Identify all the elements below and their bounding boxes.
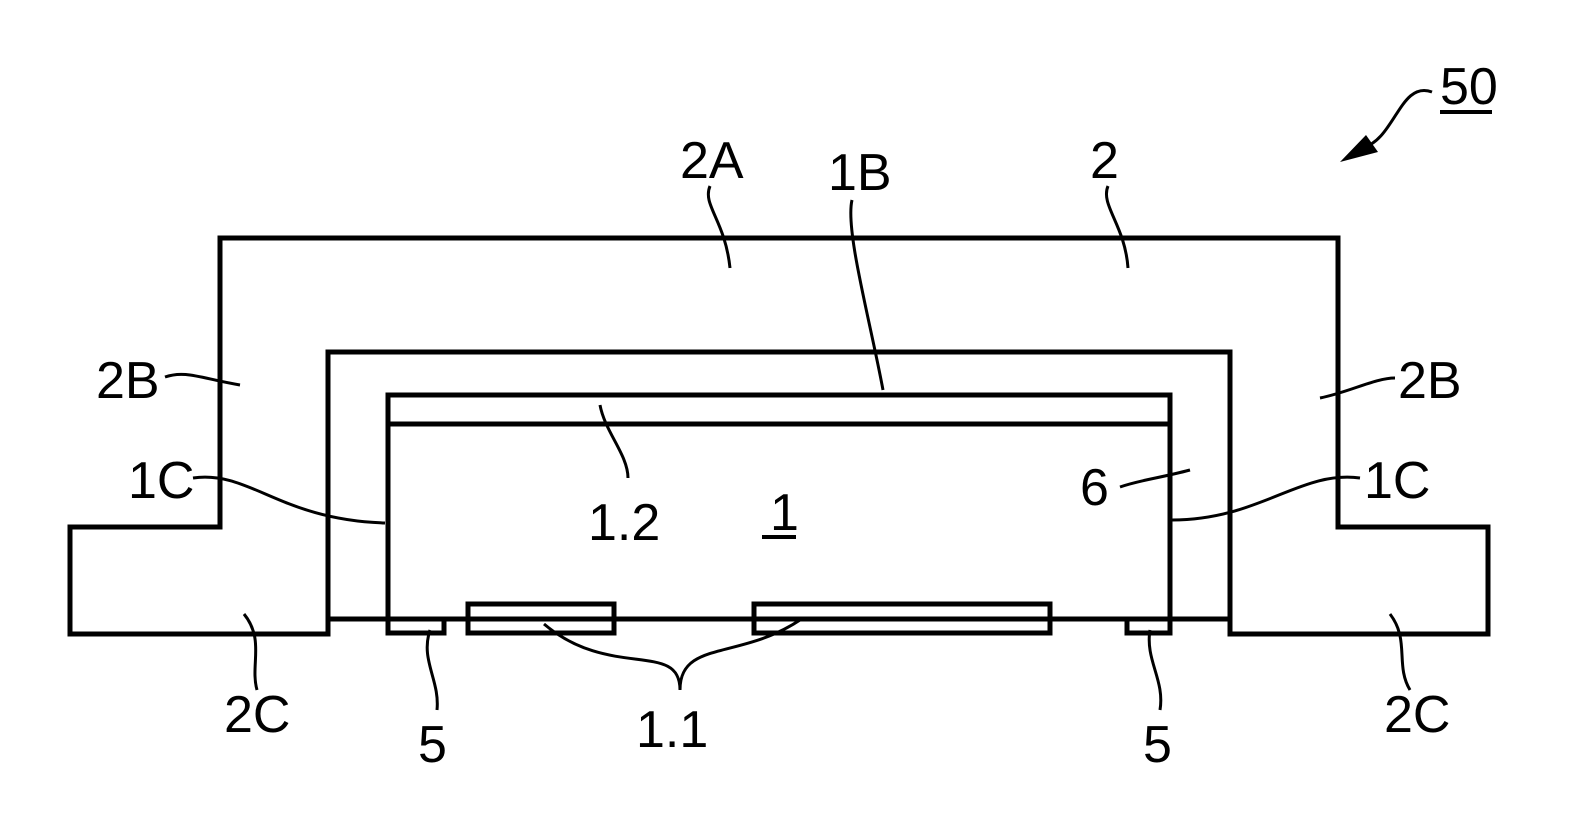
leader-5-left <box>427 630 437 710</box>
backside-layer <box>388 395 1170 424</box>
leader-2 <box>1106 186 1128 268</box>
label-5-left: 5 <box>418 716 447 774</box>
leader-2b-right <box>1320 378 1395 398</box>
leader-2a <box>708 186 730 268</box>
arrowhead-icon <box>1340 135 1378 162</box>
svg-text:1: 1 <box>770 484 799 542</box>
label-1b: 1B <box>828 144 892 202</box>
leader-1b <box>851 200 883 390</box>
label-1c-left: 1C <box>128 452 194 510</box>
leader-1-2 <box>600 405 628 478</box>
svg-text:50: 50 <box>1440 58 1498 116</box>
label-2c-right: 2C <box>1384 686 1450 744</box>
label-6: 6 <box>1080 459 1109 517</box>
label-2b-left: 2B <box>96 352 160 410</box>
leader-1c-right <box>1172 477 1360 520</box>
label-1: 1 <box>762 484 799 542</box>
leader-6 <box>1120 470 1190 487</box>
reference-arrow <box>1362 90 1432 148</box>
label-1-2: 1.2 <box>588 494 660 552</box>
figure-label-50: 50 <box>1440 58 1498 116</box>
leader-2b-left <box>165 374 240 385</box>
label-2: 2 <box>1090 132 1119 190</box>
label-2c-left: 2C <box>224 686 290 744</box>
leader-2c-right <box>1390 614 1410 690</box>
leader-5-right <box>1149 630 1161 710</box>
leader-2c-left <box>244 614 257 690</box>
label-1-1: 1.1 <box>636 701 708 759</box>
cap-body <box>70 238 1488 634</box>
label-1c-right: 1C <box>1364 452 1430 510</box>
label-2a: 2A <box>680 132 744 190</box>
label-2b-right: 2B <box>1398 352 1462 410</box>
label-5-right: 5 <box>1143 716 1172 774</box>
pad-left <box>388 619 444 633</box>
